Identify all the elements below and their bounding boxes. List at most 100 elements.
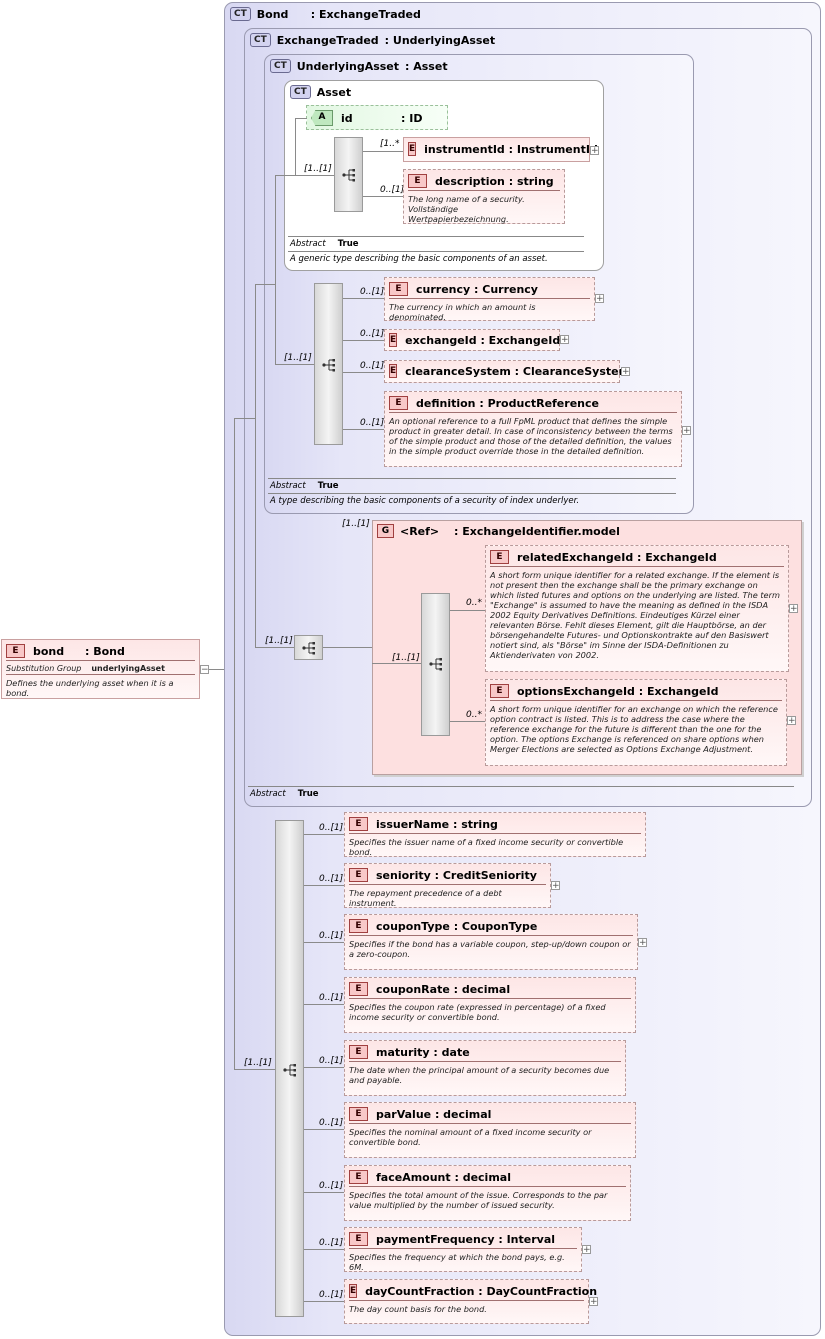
element-description: An optional reference to a full FpML pro… xyxy=(389,412,677,456)
connector xyxy=(363,151,403,152)
element-tag-icon: E xyxy=(349,1170,368,1184)
element-tag-icon: E xyxy=(6,644,25,658)
cardinality: 0..* xyxy=(466,710,482,720)
element-tag-icon: E xyxy=(490,550,509,564)
connector xyxy=(304,1192,344,1193)
complex-type-icon: CT xyxy=(250,33,271,47)
sequence-icon xyxy=(342,169,355,182)
plus-icon[interactable]: + xyxy=(682,426,691,436)
plus-icon[interactable]: + xyxy=(638,938,647,948)
connector xyxy=(343,298,384,299)
complex-type-description: A type describing the basic components o… xyxy=(270,496,580,506)
element-label: clearanceSystem : ClearanceSystem xyxy=(405,364,631,378)
sequence-compositor[interactable] xyxy=(314,283,343,445)
connector xyxy=(343,372,384,373)
sequence-compositor[interactable] xyxy=(275,820,304,1317)
connector xyxy=(304,885,344,886)
element-label: issuerName : string xyxy=(376,817,498,831)
complex-type-name: Asset xyxy=(316,85,352,99)
connector xyxy=(304,942,344,943)
description-line: Vollständige Wertpapierbezeichnung. xyxy=(408,204,509,224)
element-label: exchangeId : ExchangeId xyxy=(405,333,561,347)
element-description: The date when the principal amount of a … xyxy=(349,1061,621,1085)
element-tag-icon: E xyxy=(408,174,427,188)
element-label: currency : Currency xyxy=(416,282,538,296)
element-label: definition : ProductReference xyxy=(416,396,599,410)
element-description: A short form unique identifier for a rel… xyxy=(490,566,784,660)
plus-icon[interactable]: + xyxy=(595,294,604,304)
connector xyxy=(209,669,225,670)
plus-icon[interactable]: + xyxy=(582,1245,591,1255)
plus-icon[interactable]: + xyxy=(551,881,560,891)
divider xyxy=(268,493,676,494)
element-tag-icon: E xyxy=(349,1107,368,1121)
element-label: optionsExchangeId : ExchangeId xyxy=(517,684,719,698)
abstract-value: True xyxy=(337,239,359,249)
cardinality: 0..[1] xyxy=(360,361,385,371)
connector xyxy=(275,175,334,176)
complex-type-icon: CT xyxy=(290,85,311,99)
sequence-compositor[interactable] xyxy=(421,593,450,736)
complex-type-base: : UnderlyingAsset xyxy=(384,33,496,47)
element-tag-icon: E xyxy=(389,333,398,347)
cardinality: [1..[1] xyxy=(284,353,312,363)
element-description: Specifies the nominal amount of a fixed … xyxy=(349,1123,631,1147)
connector xyxy=(234,418,256,419)
plus-icon[interactable]: + xyxy=(621,367,630,377)
abstract-value: True xyxy=(297,789,319,799)
element-tag-icon: E xyxy=(389,282,408,296)
sequence-icon xyxy=(302,642,315,655)
attribute-name: id xyxy=(341,111,353,125)
connector xyxy=(295,118,307,119)
element-label: description : string xyxy=(435,174,554,188)
plus-icon[interactable]: + xyxy=(590,146,599,156)
plus-icon[interactable]: + xyxy=(560,335,569,345)
substitution-group-label: Substitution Group xyxy=(6,664,82,673)
element-bond[interactable]: E bond : Bond Substitution Group underly… xyxy=(1,639,200,699)
sequence-compositor[interactable] xyxy=(294,635,323,660)
attribute-id[interactable]: A id : ID xyxy=(306,105,448,130)
cardinality: 0..* xyxy=(466,598,482,608)
connector xyxy=(363,196,403,197)
attribute-type: : ID xyxy=(401,111,423,125)
element-label: couponType : CouponType xyxy=(376,919,538,933)
sequence-compositor[interactable] xyxy=(334,137,363,212)
connector xyxy=(275,364,315,365)
cardinality: 0..[1] xyxy=(319,1290,344,1300)
minus-icon[interactable]: − xyxy=(200,665,209,675)
element-description: The day count basis for the bond. xyxy=(349,1300,584,1314)
cardinality: [1..[1] xyxy=(265,636,293,646)
plus-icon[interactable]: + xyxy=(789,604,798,614)
element-description: Specifies the issuer name of a fixed inc… xyxy=(349,833,641,857)
abstract-label: Abstract xyxy=(270,481,306,491)
group-name: : ExchangeIdentifier.model xyxy=(454,524,620,538)
cardinality: 0..[1] xyxy=(319,823,344,833)
substitution-group-value: underlyingAsset xyxy=(91,664,165,673)
plus-icon[interactable]: + xyxy=(787,716,796,726)
cardinality: 0..[1] xyxy=(319,1238,344,1248)
plus-icon[interactable]: + xyxy=(589,1297,598,1307)
sequence-icon xyxy=(283,1064,296,1077)
cardinality: 0..[1] xyxy=(319,1118,344,1128)
element-tag-icon: E xyxy=(389,396,408,410)
complex-type-name: Bond xyxy=(256,7,289,21)
